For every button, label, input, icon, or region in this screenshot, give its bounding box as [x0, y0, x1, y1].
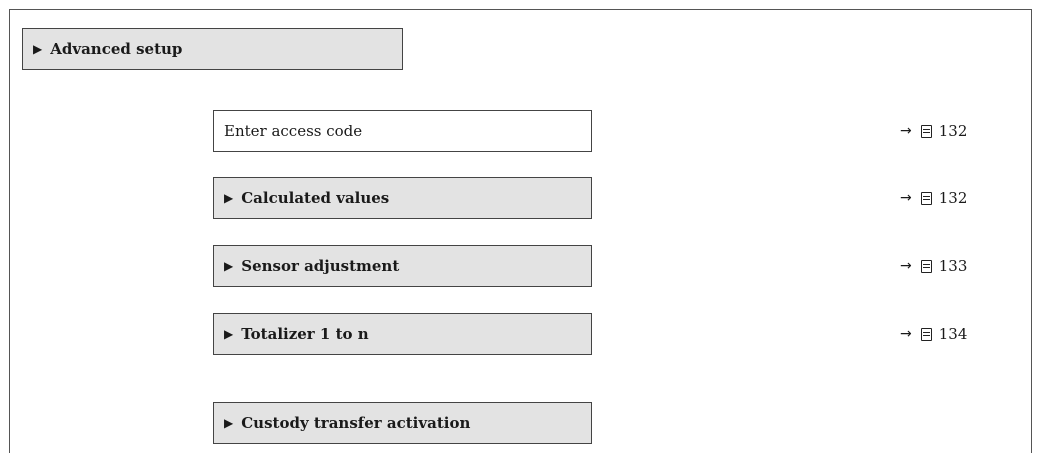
right-arrow-icon: →: [900, 190, 912, 206]
menu-item-totalizer[interactable]: ▶ Totalizer 1 to n: [213, 313, 592, 355]
page-reference[interactable]: → 133: [900, 245, 967, 287]
submenu-arrow-icon: ▶: [33, 42, 43, 56]
page-number: 134: [938, 325, 968, 343]
page-number: 132: [938, 189, 968, 207]
page-number: 133: [938, 257, 968, 275]
menu-item-calculated-values[interactable]: ▶ Calculated values: [213, 177, 592, 219]
submenu-arrow-icon: ▶: [224, 191, 234, 205]
advanced-setup-menu[interactable]: ▶ Advanced setup: [22, 28, 403, 70]
page-number: 132: [938, 122, 968, 140]
menu-item-label: Totalizer 1 to n: [241, 325, 369, 343]
book-icon: [920, 191, 932, 205]
page-reference[interactable]: → 134: [900, 313, 967, 355]
page-reference[interactable]: → 132: [900, 177, 967, 219]
menu-item-enter-access-code[interactable]: Enter access code: [213, 110, 592, 152]
menu-item-label: Enter access code: [224, 122, 363, 140]
frame-left-border: [9, 9, 10, 453]
book-icon: [920, 124, 932, 138]
right-arrow-icon: →: [900, 123, 912, 139]
right-arrow-icon: →: [900, 258, 912, 274]
menu-title: Advanced setup: [50, 40, 183, 58]
submenu-arrow-icon: ▶: [224, 327, 234, 341]
menu-item-label: Sensor adjustment: [241, 257, 400, 275]
book-icon: [920, 327, 932, 341]
submenu-arrow-icon: ▶: [224, 416, 234, 430]
menu-item-label: Custody transfer activation: [241, 414, 471, 432]
frame-right-border: [1031, 9, 1032, 453]
frame-top-border: [9, 9, 1032, 10]
menu-item-custody-transfer-activation[interactable]: ▶ Custody transfer activation: [213, 402, 592, 444]
menu-item-label: Calculated values: [241, 189, 390, 207]
submenu-arrow-icon: ▶: [224, 259, 234, 273]
right-arrow-icon: →: [900, 326, 912, 342]
book-icon: [920, 259, 932, 273]
menu-item-sensor-adjustment[interactable]: ▶ Sensor adjustment: [213, 245, 592, 287]
page-reference[interactable]: → 132: [900, 110, 967, 152]
